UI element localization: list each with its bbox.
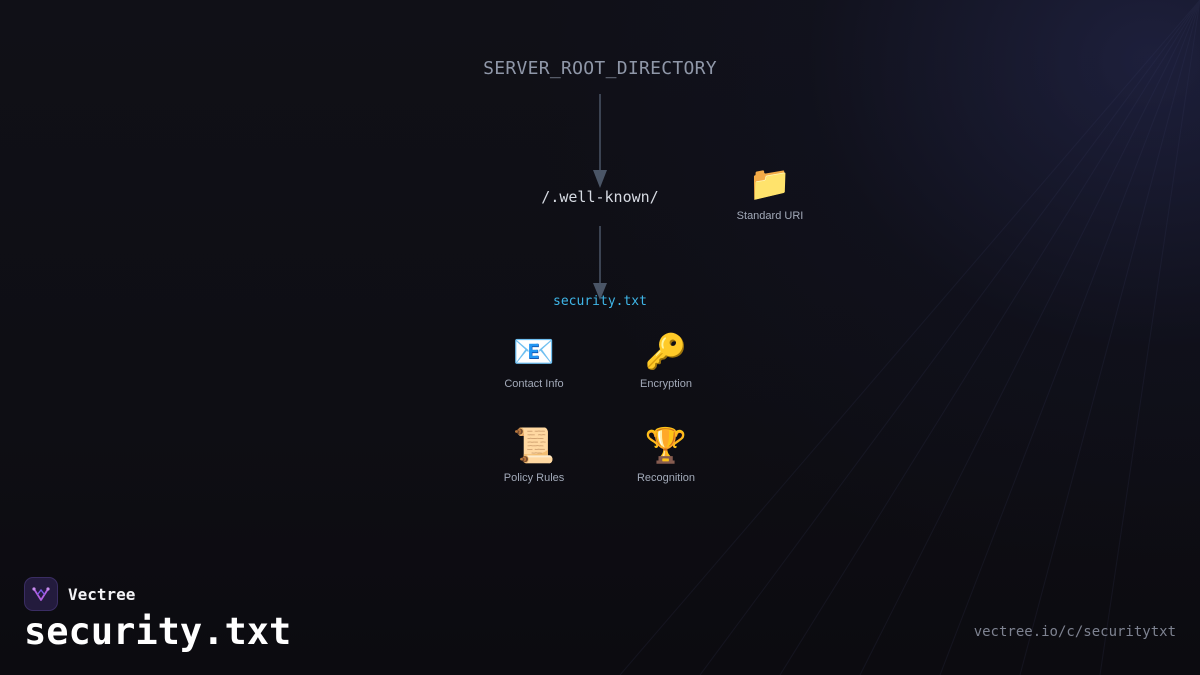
policy-rules-label: Policy Rules [503,472,565,484]
policy-rules-node: 📜 Policy Rules [474,426,594,484]
arrow-well-known-to-security-txt [593,226,607,300]
encryption-node: 🔑 Encryption [606,332,726,390]
security-txt-file-label: security.txt [553,294,647,309]
arrow-root-to-well-known [593,94,607,188]
encryption-label: Encryption [640,378,692,390]
envelope-icon: 📧 [512,333,556,371]
contact-info-label: Contact Info [504,378,564,390]
standard-uri-label: Standard URI [736,210,804,222]
trophy-icon: 🏆 [644,427,688,465]
recognition-label: Recognition [636,472,696,484]
key-icon: 🔑 [644,333,688,371]
recognition-node: 🏆 Recognition [606,426,726,484]
standard-uri-node: 📁 Standard URI [710,164,830,222]
well-known-directory-label: /.well-known/ [541,188,659,206]
contact-info-node: 📧 Contact Info [474,332,594,390]
scroll-icon: 📜 [512,427,556,465]
brand-name: Vectree [68,584,136,604]
brand: Vectree [24,577,135,611]
vectree-logo-icon [24,577,58,611]
server-root-directory-label: SERVER_ROOT_DIRECTORY [483,58,717,79]
page-url[interactable]: vectree.io/c/securitytxt [973,624,1176,640]
folder-icon: 📁 [748,165,792,203]
page-title: security.txt [24,610,292,653]
